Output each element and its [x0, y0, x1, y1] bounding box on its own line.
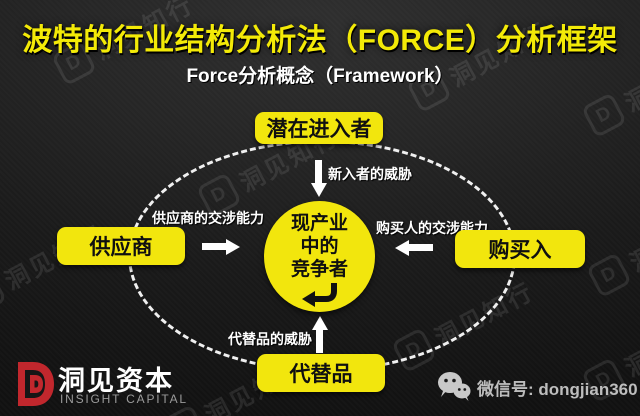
page-title: 波特的行业结构分析法（FORCE）分析框架 [22, 24, 618, 57]
arrow-head [312, 316, 328, 330]
arrow-shaft [407, 244, 433, 251]
watermark-text: 洞见知行 [625, 203, 640, 278]
label-threat-of-substitutes: 代替品的威胁 [228, 331, 312, 347]
arrow-shaft [316, 329, 323, 353]
arrow-head [226, 239, 240, 255]
watermark-d-icon: D [585, 251, 632, 298]
center-line-2: 中的 [300, 235, 339, 257]
wechat-icon [438, 372, 471, 401]
arrow-up-icon [312, 316, 328, 353]
watermark-d-icon: D [0, 269, 7, 316]
arrow-left-icon [395, 240, 433, 256]
brand-name-en: INSIGHT CAPITAL [60, 392, 188, 406]
return-arrow-icon [301, 283, 337, 307]
center-line-3: 竞争者 [290, 258, 348, 280]
arrow-right-icon [202, 239, 240, 255]
node-suppliers: 供应商 [57, 227, 185, 265]
brand-name-cn: 洞见资本 [58, 366, 174, 396]
node-potential-entrants: 潜在进入者 [255, 112, 383, 144]
arrow-head [311, 183, 327, 197]
node-buyers: 购买入 [455, 230, 585, 268]
arrow-shaft [202, 243, 228, 250]
insight-capital-d-logo [18, 362, 54, 406]
node-industry-competitors: 现产业 中的 竞争者 [264, 201, 375, 312]
arrow-down-icon [311, 160, 327, 197]
page-subtitle: Force分析概念（Framework） [186, 66, 454, 87]
arrow-head [395, 240, 409, 256]
center-line-1: 现产业 [290, 213, 348, 234]
watermark-d-icon: D [580, 91, 627, 138]
wechat-id-text: 微信号: dongjian360 [477, 380, 638, 399]
watermark-text: 洞见知行 [620, 308, 640, 383]
label-threat-of-new-entrants: 新入者的威胁 [328, 166, 412, 182]
arrow-shaft [315, 160, 322, 184]
label-supplier-bargaining-power: 供应商的交涉能力 [152, 210, 264, 226]
node-substitutes: 代替品 [257, 354, 385, 392]
